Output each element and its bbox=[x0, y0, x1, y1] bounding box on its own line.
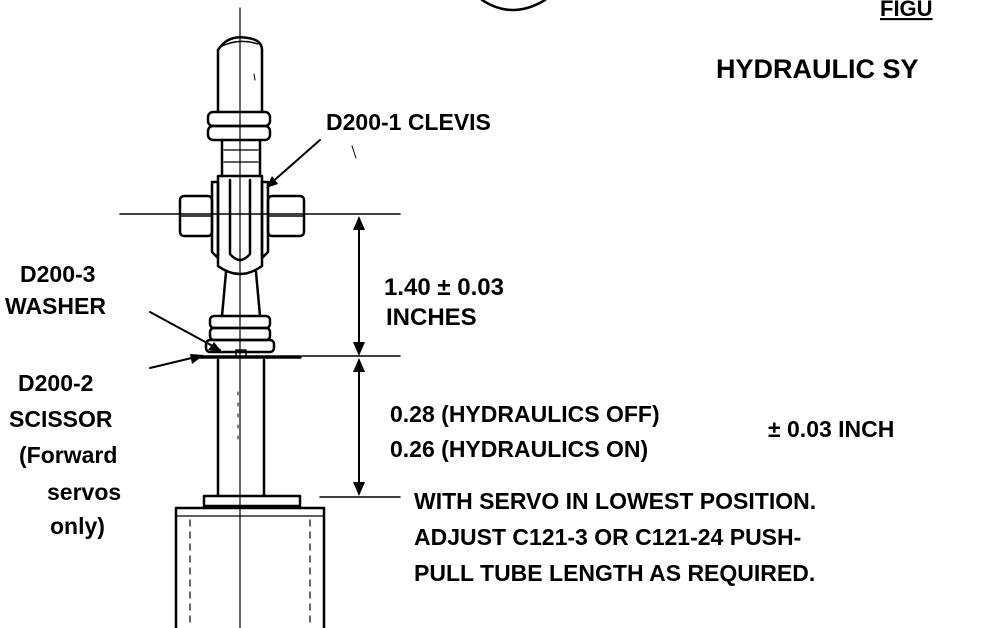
servo-piston-rod bbox=[216, 358, 266, 498]
arrowhead-scissor-leader bbox=[190, 354, 204, 364]
clevis-bolt bbox=[178, 194, 306, 238]
washer-nut-stack bbox=[204, 314, 276, 354]
arrowhead-clevis-leader bbox=[266, 176, 278, 188]
scissor-part-label: D200-2 bbox=[18, 370, 93, 396]
scissor-note-line1: (Forward bbox=[19, 442, 117, 468]
scissor-note-line3: only) bbox=[50, 513, 105, 539]
clevis-label: D200-1 CLEVIS bbox=[326, 109, 491, 135]
note-line3: PULL TUBE LENGTH AS REQUIRED. bbox=[414, 560, 815, 586]
page-title: HYDRAULIC SY bbox=[716, 54, 919, 84]
leader-lines bbox=[149, 139, 321, 369]
figure-label: FIGU bbox=[880, 0, 933, 21]
scissor-note-line2: servos bbox=[47, 479, 121, 505]
scissor-plate bbox=[196, 349, 302, 359]
clevis-shank bbox=[220, 270, 262, 318]
arrowhead-lower-bottom bbox=[353, 482, 365, 496]
washer-part-label: D200-3 bbox=[20, 261, 95, 287]
lower-dimension-tolerance: ± 0.03 INCH bbox=[768, 416, 894, 442]
upper-jam-nut bbox=[206, 110, 272, 142]
arrowhead-upper-top bbox=[353, 216, 365, 230]
threaded-shank bbox=[220, 138, 262, 178]
note-line2: ADJUST C121-3 OR C121-24 PUSH- bbox=[414, 524, 801, 550]
extension-lines bbox=[119, 213, 401, 498]
arrowhead-washer-leader bbox=[208, 342, 222, 352]
servo-body bbox=[174, 494, 326, 628]
upper-dimension-unit: INCHES bbox=[386, 304, 477, 331]
lower-dimension-off: 0.28 (HYDRAULICS OFF) bbox=[390, 401, 660, 427]
washer-name-label: WASHER bbox=[5, 293, 106, 319]
push-pull-tube bbox=[216, 36, 264, 114]
top-circle-arc bbox=[480, 0, 547, 12]
lower-dimension-on: 0.26 (HYDRAULICS ON) bbox=[390, 436, 648, 462]
arrowhead-upper-bottom bbox=[353, 342, 365, 356]
arrowhead-lower-top bbox=[353, 358, 365, 372]
scan-marks bbox=[237, 73, 357, 441]
upper-dimension-value: 1.40 ± 0.03 bbox=[384, 274, 504, 301]
note-line1: WITH SERVO IN LOWEST POSITION. bbox=[414, 488, 816, 514]
scissor-name-label: SCISSOR bbox=[9, 406, 113, 432]
